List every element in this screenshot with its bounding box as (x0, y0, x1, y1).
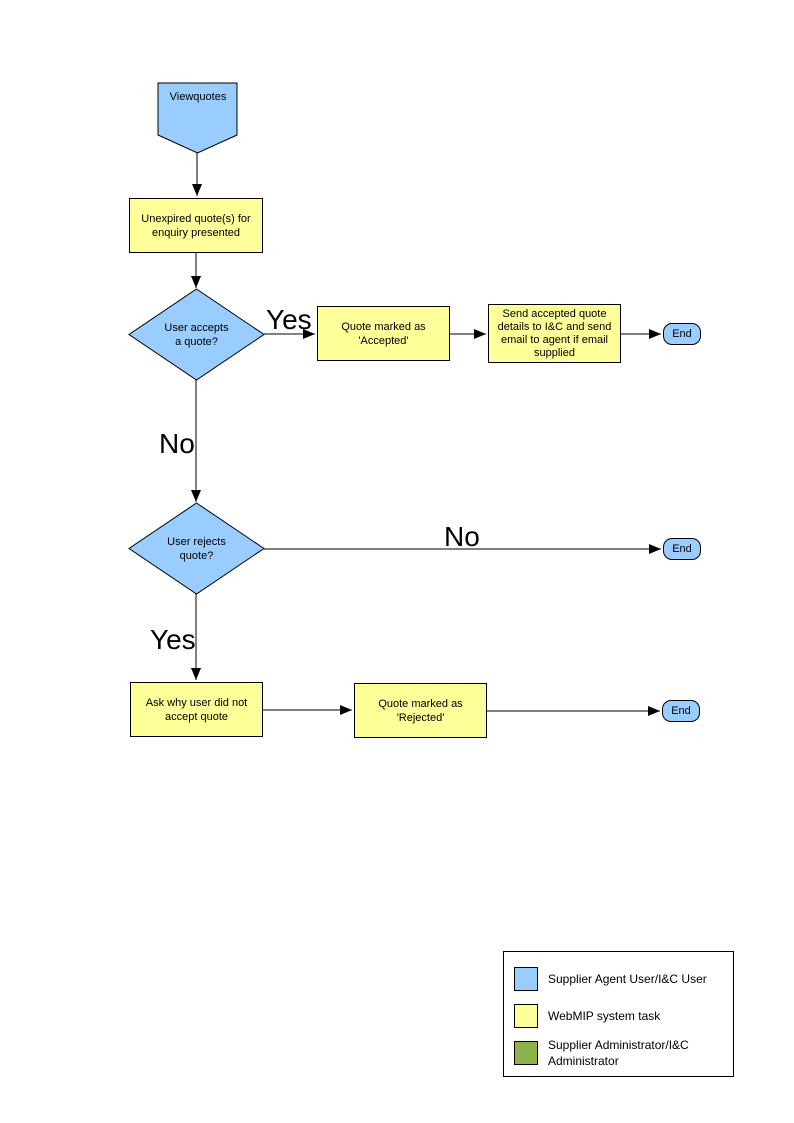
accept-yes-label: Yes (266, 304, 312, 335)
legend-label-webmip-task: WebMIP system task (548, 1009, 661, 1023)
legend-swatch-webmip-task (514, 1004, 538, 1028)
task-mark-rejected: Quote marked as 'Rejected' (354, 683, 487, 738)
accept-no-label: No (159, 428, 195, 459)
reject-yes-label: Yes (150, 624, 196, 655)
reject-no-label: No (444, 521, 480, 552)
legend-label-supplier-agent: Supplier Agent User/I&C User (548, 972, 707, 986)
end-node-accept: End (663, 323, 701, 345)
task-mark-accepted: Quote marked as 'Accepted' (317, 306, 450, 361)
decision-accept-label: User accepts a quote? (164, 322, 229, 348)
task-ask-why: Ask why user did not accept quote (130, 682, 263, 737)
task-send-details: Send accepted quote details to I&C and s… (488, 304, 621, 363)
legend-swatch-supplier-admin (514, 1041, 538, 1065)
decision-reject-label: User rejects quote? (167, 536, 226, 562)
legend: Supplier Agent User/I&C User WebMIP syst… (503, 951, 734, 1077)
end-node-rejected: End (662, 700, 700, 722)
start-node-label: Viewquotes (169, 91, 227, 103)
start-shape (157, 82, 238, 154)
legend-swatch-supplier-agent (514, 967, 538, 991)
end-node-reject-no: End (663, 538, 701, 560)
task-present-quotes: Unexpired quote(s) for enquiry presented (129, 198, 263, 253)
legend-label-supplier-admin: Supplier Administrator/I&C Administrator (548, 1038, 689, 1068)
